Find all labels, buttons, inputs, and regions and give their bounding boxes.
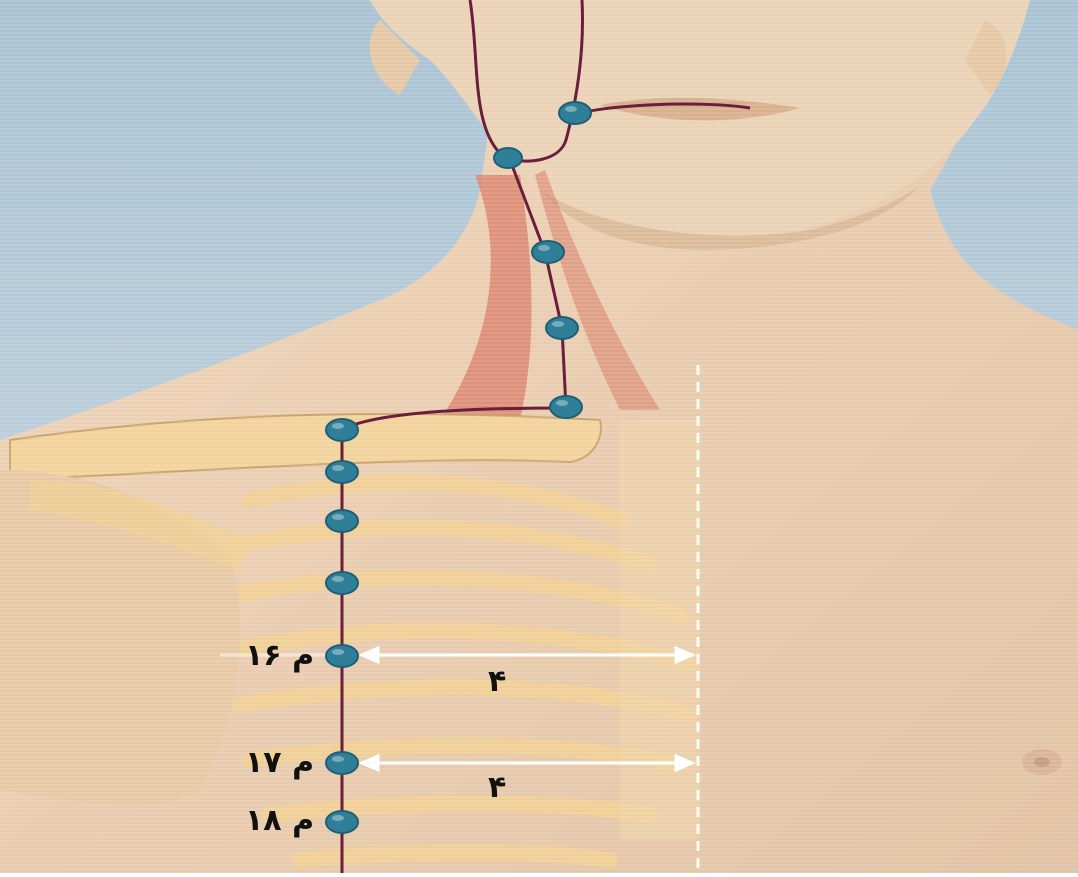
acupoint-17 <box>326 752 358 774</box>
acupoint <box>326 461 358 483</box>
acupoint <box>326 419 358 441</box>
acupoint-18 <box>326 811 358 833</box>
acupoint <box>326 510 358 532</box>
acupoint <box>550 396 582 418</box>
point-label-18: م ۱۸ <box>245 803 314 838</box>
distance-label-16: ۴ <box>488 664 506 699</box>
point-label-17: م ۱۷ <box>245 745 314 780</box>
acupoint-16 <box>326 645 358 667</box>
acupoint <box>546 317 578 339</box>
distance-label-17: ۴ <box>488 770 506 805</box>
acupoint <box>494 148 522 168</box>
acupoint <box>559 102 591 124</box>
acupoint <box>326 572 358 594</box>
acupoint <box>532 241 564 263</box>
point-label-16: م ۱۶ <box>245 638 314 673</box>
